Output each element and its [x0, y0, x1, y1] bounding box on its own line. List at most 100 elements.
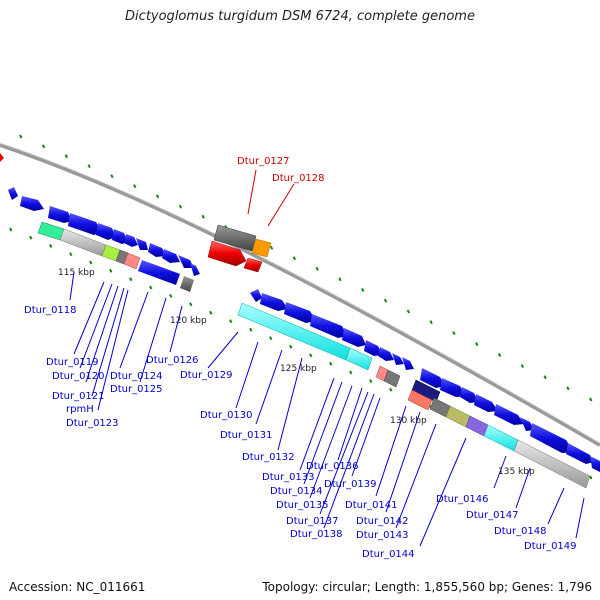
gene-label[interactable]: Dtur_0128	[272, 173, 325, 184]
gc-tick	[133, 184, 137, 189]
callout-line	[351, 397, 381, 477]
gene-feature-cyan[interactable]	[345, 347, 373, 371]
cds-arrow[interactable]	[260, 293, 288, 311]
gene-label[interactable]: Dtur_0118	[24, 305, 77, 316]
gc-tick	[315, 266, 319, 271]
gene-label[interactable]: Dtur_0123	[66, 418, 119, 429]
callout-line	[515, 467, 531, 509]
gene-label[interactable]: Dtur_0127	[237, 156, 290, 167]
gene-feature-orange[interactable]	[251, 238, 272, 258]
cds-arrow[interactable]	[136, 238, 148, 250]
cds-arrow[interactable]	[530, 423, 574, 453]
cds-arrow[interactable]	[190, 263, 200, 276]
gene-label[interactable]: Dtur_0149	[524, 541, 577, 552]
cds-arrow[interactable]	[440, 378, 466, 397]
gene-feature-dark[interactable]	[180, 276, 194, 292]
gene-feature-salmon[interactable]	[407, 389, 433, 411]
gene-label[interactable]: Dtur_0141	[345, 500, 398, 511]
gene-label[interactable]: Dtur_0134	[270, 486, 323, 497]
gene-feature-dark[interactable]	[383, 369, 401, 388]
gene-feature-pink[interactable]	[123, 252, 141, 270]
gene-feature-gray[interactable]	[513, 439, 591, 489]
gene-label[interactable]: Dtur_0143	[356, 530, 409, 541]
gene-label[interactable]: Dtur_0137	[286, 516, 339, 527]
gc-tick	[329, 361, 333, 366]
cds-arrow[interactable]	[342, 328, 366, 347]
gene-label[interactable]: Dtur_0144	[362, 549, 415, 560]
cds-arrow[interactable]	[520, 417, 534, 431]
orf-arrow[interactable]	[243, 257, 263, 273]
cds-arrow[interactable]	[364, 340, 382, 356]
cds-arrow[interactable]	[20, 196, 44, 211]
gene-label[interactable]: Dtur_0136	[306, 461, 359, 472]
gene-label[interactable]: Dtur_0138	[290, 529, 343, 540]
cds-arrow[interactable]	[148, 243, 166, 257]
gene-label[interactable]: Dtur_0126	[146, 355, 199, 366]
gene-feature-violet[interactable]	[465, 415, 489, 437]
gene-label[interactable]: Dtur_0125	[110, 384, 163, 395]
gene-feature-green[interactable]	[37, 221, 65, 241]
gc-tick	[9, 227, 13, 232]
callout-line	[375, 405, 407, 497]
gene-label[interactable]: Dtur_0148	[494, 526, 547, 537]
gene-label[interactable]: Dtur_0119	[46, 357, 99, 368]
gene-label[interactable]: Dtur_0132	[242, 452, 295, 463]
gene-label[interactable]: rpmH	[66, 404, 94, 415]
scale-label: 115 kbp	[58, 268, 95, 278]
reverse-orf-group	[207, 224, 272, 273]
cds-arrow[interactable]	[48, 206, 72, 223]
cds-arrow[interactable]	[178, 255, 194, 268]
callout-line	[303, 381, 343, 485]
gene-label[interactable]: Dtur_0142	[356, 516, 409, 527]
cds-arrow[interactable]	[310, 314, 348, 338]
cds-arrow[interactable]	[392, 353, 404, 365]
gene-label[interactable]: Dtur_0133	[262, 472, 315, 483]
cds-arrow[interactable]	[402, 357, 414, 370]
gene-label[interactable]: Dtur_0130	[200, 410, 253, 421]
gc-tick	[497, 353, 502, 357]
cds-arrow[interactable]	[460, 387, 478, 403]
cds-arrow[interactable]	[474, 394, 498, 412]
gene-label[interactable]: Dtur_0124	[110, 371, 163, 382]
cds-arrow[interactable]	[112, 229, 128, 244]
gc-tick	[429, 320, 433, 325]
genome-backbone	[0, 143, 600, 447]
gene-feature-gray[interactable]	[213, 224, 257, 252]
cds-arrow[interactable]	[566, 443, 594, 464]
gene-feature-cyan[interactable]	[483, 424, 519, 452]
cds-arrow[interactable]	[68, 213, 102, 235]
gene-label[interactable]: Dtur_0135	[276, 500, 329, 511]
cds-arrow[interactable]	[494, 404, 524, 425]
gene-label[interactable]: Dtur_0146	[436, 494, 489, 505]
cds-arrow[interactable]	[284, 302, 316, 323]
cds-arrow[interactable]	[420, 368, 446, 388]
callout-line	[547, 487, 565, 525]
orf-marker-edge	[0, 153, 4, 162]
gene-label[interactable]: Dtur_0147	[466, 510, 519, 521]
cds-arrow[interactable]	[590, 456, 600, 472]
cds-arrow[interactable]	[8, 187, 18, 200]
cds-arrow[interactable]	[124, 234, 138, 247]
callout-line	[207, 331, 239, 369]
gene-label[interactable]: Dtur_0129	[180, 370, 233, 381]
gc-tick	[29, 235, 33, 240]
gene-label[interactable]: Dtur_0120	[52, 371, 105, 382]
gc-tick	[475, 342, 479, 346]
gene-label[interactable]: Dtur_0121	[52, 391, 105, 402]
scale-label: 125 kbp	[280, 364, 317, 374]
orf-arrow[interactable]	[207, 240, 247, 267]
gene-label[interactable]: Dtur_0131	[220, 430, 273, 441]
cds-arrow[interactable]	[162, 249, 180, 263]
gene-feature-olive[interactable]	[445, 405, 471, 428]
callout-line	[493, 455, 507, 489]
cds-arrow[interactable]	[378, 347, 394, 361]
gene-label[interactable]: Dtur_0139	[324, 479, 377, 490]
cds-arrow[interactable]	[96, 223, 116, 240]
gc-tick	[49, 244, 53, 248]
gc-tick	[209, 310, 213, 315]
cds-arrow[interactable]	[250, 289, 262, 302]
callout-line	[97, 289, 129, 411]
cds-arrow-reverse[interactable]	[138, 260, 180, 285]
